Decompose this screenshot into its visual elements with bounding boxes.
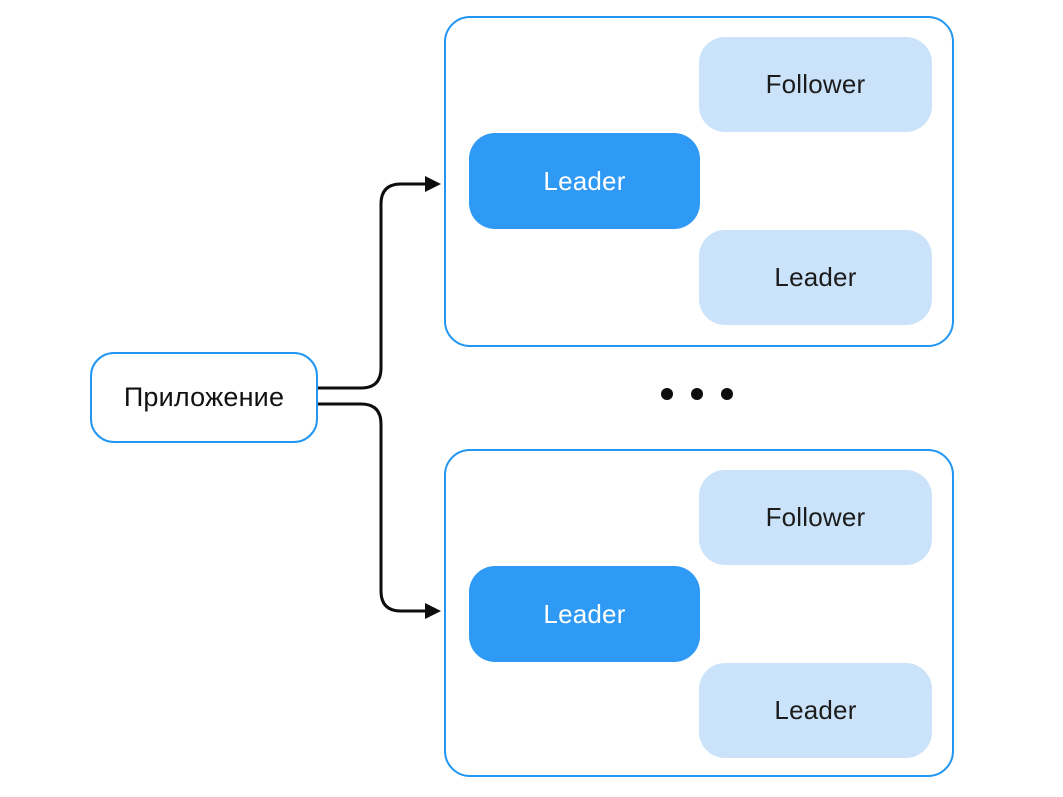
node-label: Leader: [774, 695, 857, 725]
cluster-2: Follower Leader Leader: [444, 449, 954, 777]
node-follower: Follower: [699, 37, 932, 132]
node-follower: Follower: [699, 470, 932, 565]
ellipsis: [661, 388, 733, 400]
node-label: Leader: [774, 262, 857, 292]
cluster-1: Follower Leader Leader: [444, 16, 954, 347]
arrow-to-cluster-2: [318, 402, 426, 613]
ellipsis-dot: [721, 388, 733, 400]
node-leader-secondary: Leader: [699, 230, 932, 325]
node-label: Follower: [765, 69, 866, 99]
node-leader-primary: Leader: [469, 133, 700, 229]
ellipsis-dot: [691, 388, 703, 400]
node-leader-secondary: Leader: [699, 663, 932, 758]
app-node: Приложение: [90, 352, 318, 443]
arrowhead-cluster-2-icon: [425, 603, 441, 619]
node-label: Leader: [543, 165, 626, 196]
ellipsis-dot: [661, 388, 673, 400]
arrow-to-cluster-1: [318, 182, 426, 390]
node-leader-primary: Leader: [469, 566, 700, 662]
app-node-label: Приложение: [123, 382, 285, 412]
arrowhead-cluster-1-icon: [425, 176, 441, 192]
node-label: Follower: [765, 502, 866, 532]
node-label: Leader: [543, 598, 626, 629]
